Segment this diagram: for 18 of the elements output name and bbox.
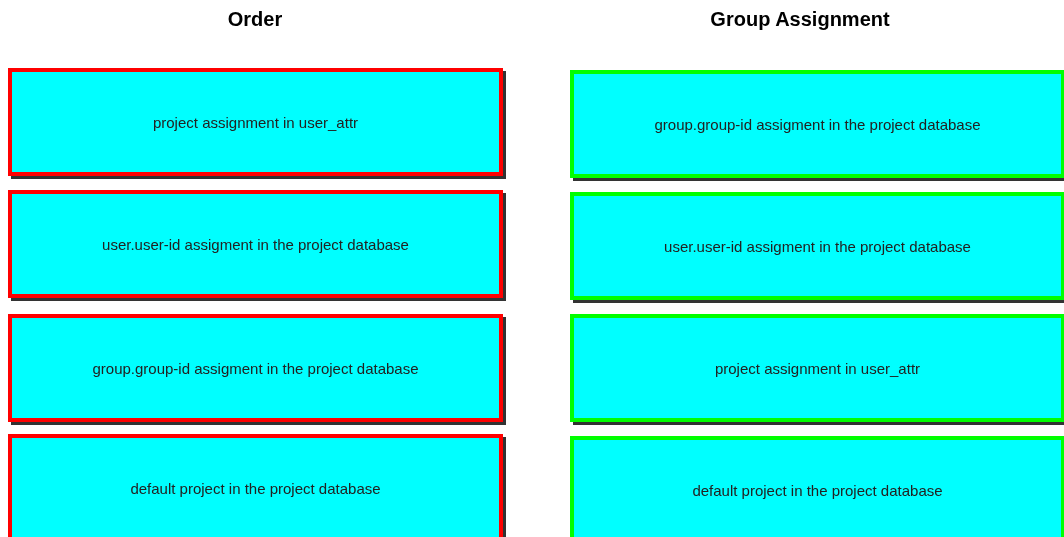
step-box xyxy=(570,70,1064,178)
step-text: group.group-id assigment in the project database xyxy=(92,359,419,377)
step-box xyxy=(8,314,503,422)
step-text: user.user-id assigment in the project database xyxy=(664,237,971,255)
step-text: user.user-id assigment in the project database xyxy=(102,235,409,253)
step-text: group.group-id assigment in the project database xyxy=(654,115,981,133)
step-box xyxy=(570,436,1064,537)
step-box xyxy=(570,192,1064,300)
column-heading: Group Assignment xyxy=(709,8,891,31)
step-text: default project in the project database xyxy=(692,481,943,499)
step-box xyxy=(8,68,503,176)
step-box xyxy=(570,314,1064,422)
column-heading: Order xyxy=(226,8,284,31)
step-text: default project in the project database xyxy=(130,479,381,497)
step-box xyxy=(8,434,503,537)
step-text: project assignment in user_attr xyxy=(714,359,921,377)
step-box xyxy=(8,190,503,298)
step-text: project assignment in user_attr xyxy=(152,113,359,131)
